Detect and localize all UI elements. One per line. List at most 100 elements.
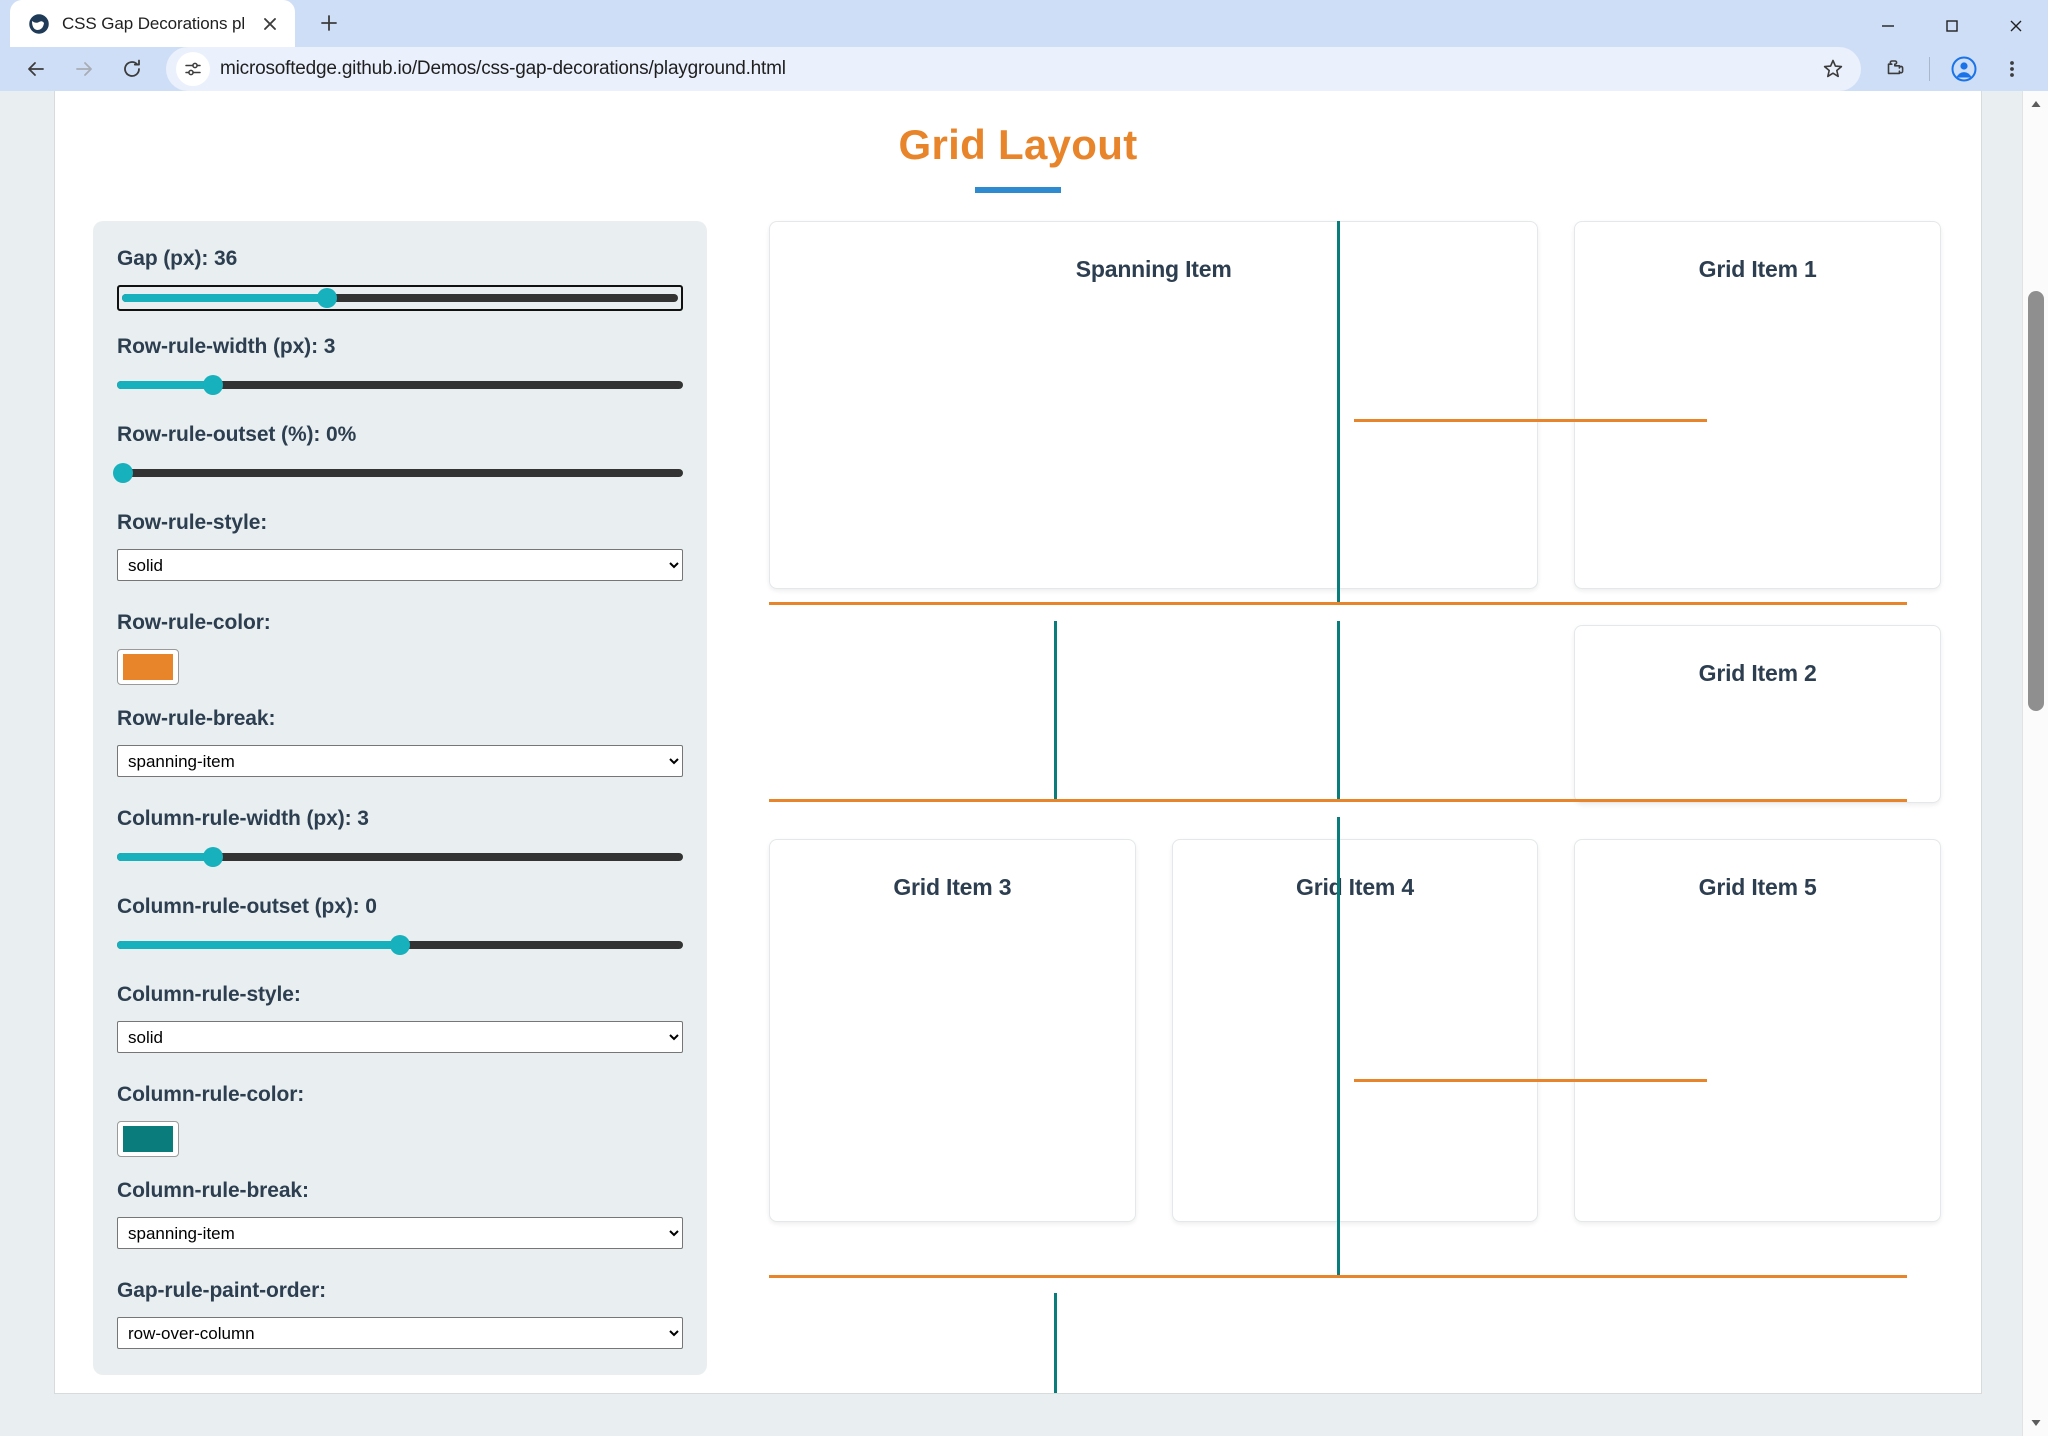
grid-cell-label: Grid Item 4 [1296, 874, 1414, 900]
slider-thumb[interactable] [112, 463, 133, 483]
control-label: Column-rule-width (px): 3 [117, 807, 369, 830]
grid-demo: Spanning Item Grid Item 1 Grid Item 2 Gr… [769, 221, 1947, 1393]
back-button[interactable] [14, 47, 58, 91]
grid-cell-label: Grid Item 5 [1698, 874, 1817, 900]
color-swatch [123, 1126, 173, 1152]
grid-cell-spanning-item[interactable]: Spanning Item [769, 221, 1539, 589]
slider-thumb[interactable] [390, 935, 410, 955]
tab-title: CSS Gap Decorations playground [62, 13, 245, 33]
row-rule-style-select[interactable]: solid [117, 549, 683, 581]
plus-icon [321, 15, 337, 31]
address-bar[interactable]: microsoftedge.github.io/Demos/css-gap-de… [166, 47, 1861, 91]
gap-slider[interactable] [117, 285, 683, 311]
control-column-rule-color: Column-rule-color: [117, 1083, 683, 1157]
minimize-button[interactable] [1856, 0, 1920, 52]
control-label: Row-rule-outset (%): 0% [117, 423, 357, 446]
globe-icon [28, 13, 50, 35]
grid-cell-label: Grid Item 1 [1698, 256, 1817, 282]
control-label: Row-rule-color: [117, 611, 271, 634]
gap-rule-paint-order-select[interactable]: row-over-column [117, 1317, 683, 1349]
new-tab-button[interactable] [309, 3, 349, 43]
slider-fill [117, 381, 214, 389]
control-label: Column-rule-break: [117, 1179, 309, 1202]
close-icon[interactable] [257, 11, 283, 37]
page-title-block: Grid Layout [55, 91, 1981, 193]
site-settings-icon[interactable] [176, 52, 210, 86]
demo-grid: Spanning Item Grid Item 1 Grid Item 2 Gr… [769, 221, 1941, 1393]
control-label: Row-rule-width (px): 3 [117, 335, 336, 358]
account-circle-icon [1951, 56, 1977, 82]
scroll-up-icon[interactable] [2023, 91, 2048, 117]
three-dot-menu-icon [2010, 61, 2014, 77]
row-rule-width-slider[interactable] [117, 373, 683, 397]
control-row-rule-width: Row-rule-width (px): 3 [117, 335, 683, 397]
grid-cell-item-1[interactable]: Grid Item 1 [1574, 221, 1941, 589]
column-rule-color-picker[interactable] [117, 1121, 179, 1157]
url-text: microsoftedge.github.io/Demos/css-gap-de… [220, 58, 786, 79]
grid-cell-item-3[interactable]: Grid Item 3 [769, 839, 1136, 1222]
puzzle-icon [1887, 60, 1904, 75]
window-controls [1856, 0, 2048, 52]
control-label: Row-rule-break: [117, 707, 276, 730]
slider-fill [122, 294, 330, 302]
slider-fill [117, 941, 400, 949]
slider-thumb[interactable] [316, 288, 337, 308]
grid-cell-item-4[interactable]: Grid Item 4 [1171, 839, 1539, 1222]
grid-cell-label: Grid Item 2 [1698, 660, 1817, 686]
toolbar-divider [1929, 57, 1930, 81]
column-rule-break-select[interactable]: spanning-item [117, 1217, 683, 1249]
column-rule-width-slider[interactable] [117, 845, 683, 869]
control-label: Column-rule-style: [117, 983, 301, 1006]
page-title: Grid Layout [898, 121, 1138, 168]
minimize-icon [1882, 25, 1894, 27]
maximize-icon [1946, 20, 1958, 32]
control-row-rule-break: Row-rule-break: spanning-item [117, 707, 683, 803]
scrollbar-thumb[interactable] [2028, 291, 2044, 711]
control-row-rule-style: Row-rule-style: solid [117, 511, 683, 607]
row-rule-outset-slider[interactable] [112, 461, 683, 485]
scroll-down-icon[interactable] [2023, 1410, 2048, 1436]
arrow-right-icon [76, 62, 92, 76]
slider-track [122, 294, 678, 302]
grid-cell-label: Spanning Item [1075, 256, 1232, 282]
forward-button[interactable] [62, 47, 106, 91]
maximize-button[interactable] [1920, 0, 1984, 52]
browser-menu-button[interactable] [1990, 47, 2034, 91]
reload-icon [124, 59, 140, 77]
control-column-rule-break: Column-rule-break: spanning-item [117, 1179, 683, 1275]
grid-cell-item-2[interactable]: Grid Item 2 [1574, 625, 1941, 803]
browser-toolbar: microsoftedge.github.io/Demos/css-gap-de… [0, 47, 2048, 91]
color-swatch [123, 654, 173, 680]
control-gap-rule-paint-order: Gap-rule-paint-order: row-over-column [117, 1279, 683, 1349]
profile-button[interactable] [1942, 47, 1986, 91]
slider-thumb[interactable] [203, 847, 224, 867]
browser-tab[interactable]: CSS Gap Decorations playground [10, 0, 295, 47]
controls-panel: Gap (px): 36 Row-rule-width (px): 3 [93, 221, 707, 1375]
extensions-button[interactable] [1873, 47, 1917, 91]
control-label: Gap (px): 36 [117, 247, 238, 270]
window-close-button[interactable] [1984, 0, 2048, 52]
control-label: Row-rule-style: [117, 511, 268, 534]
slider-track [117, 469, 683, 477]
slider-thumb[interactable] [203, 375, 224, 395]
arrow-left-icon [28, 62, 44, 76]
control-row-rule-color: Row-rule-color: [117, 611, 683, 685]
page-scrollbar[interactable] [2022, 91, 2048, 1436]
reload-button[interactable] [110, 47, 154, 91]
column-rule-outset-slider[interactable] [117, 933, 683, 957]
column-rule-style-select[interactable]: solid [117, 1021, 683, 1053]
control-label: Gap-rule-paint-order: [117, 1279, 327, 1302]
control-column-rule-style: Column-rule-style: solid [117, 983, 683, 1079]
slider-track [117, 381, 683, 389]
star-icon[interactable] [1813, 49, 1853, 89]
control-column-rule-width: Column-rule-width (px): 3 [117, 807, 683, 869]
grid-cell-item-5[interactable]: Grid Item 5 [1574, 839, 1941, 1222]
tab-strip: CSS Gap Decorations playground [0, 0, 2048, 47]
slider-fill [117, 853, 214, 861]
page-viewport: Grid Layout Gap (px): 36 Ro [0, 91, 2048, 1436]
row-rule-break-select[interactable]: spanning-item [117, 745, 683, 777]
row-rule-color-picker[interactable] [117, 649, 179, 685]
control-gap: Gap (px): 36 [117, 247, 683, 311]
control-column-rule-outset: Column-rule-outset (px): 0 [117, 895, 683, 957]
